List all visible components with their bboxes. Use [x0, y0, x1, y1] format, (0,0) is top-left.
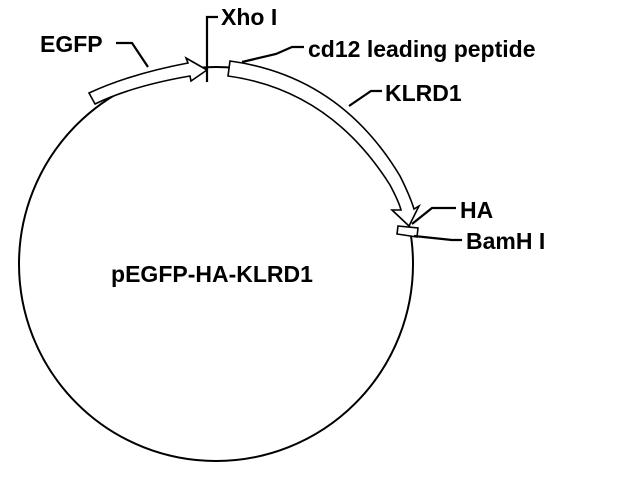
ha-label: HA — [460, 197, 493, 223]
bamhi-leader-line — [413, 234, 462, 242]
klrd1-label: KLRD1 — [385, 80, 462, 106]
klrd1-feature-arrow — [227, 60, 421, 228]
egfp-label: EGFP — [40, 31, 103, 57]
xhoi-label: Xho I — [221, 4, 277, 30]
plasmid-name: pEGFP-HA-KLRD1 — [111, 261, 313, 287]
bamhi-label: BamH I — [466, 228, 545, 254]
xhoi-leader-line — [205, 15, 218, 58]
cd12-label: cd12 leading peptide — [308, 36, 536, 62]
cd12-leader-line — [241, 45, 304, 64]
egfp-leader-line — [116, 41, 149, 68]
ha-leader-line — [411, 206, 456, 225]
egfp-feature-arrow — [87, 56, 209, 106]
klrd1-leader-line — [348, 89, 382, 107]
plasmid-backbone — [18, 66, 414, 462]
